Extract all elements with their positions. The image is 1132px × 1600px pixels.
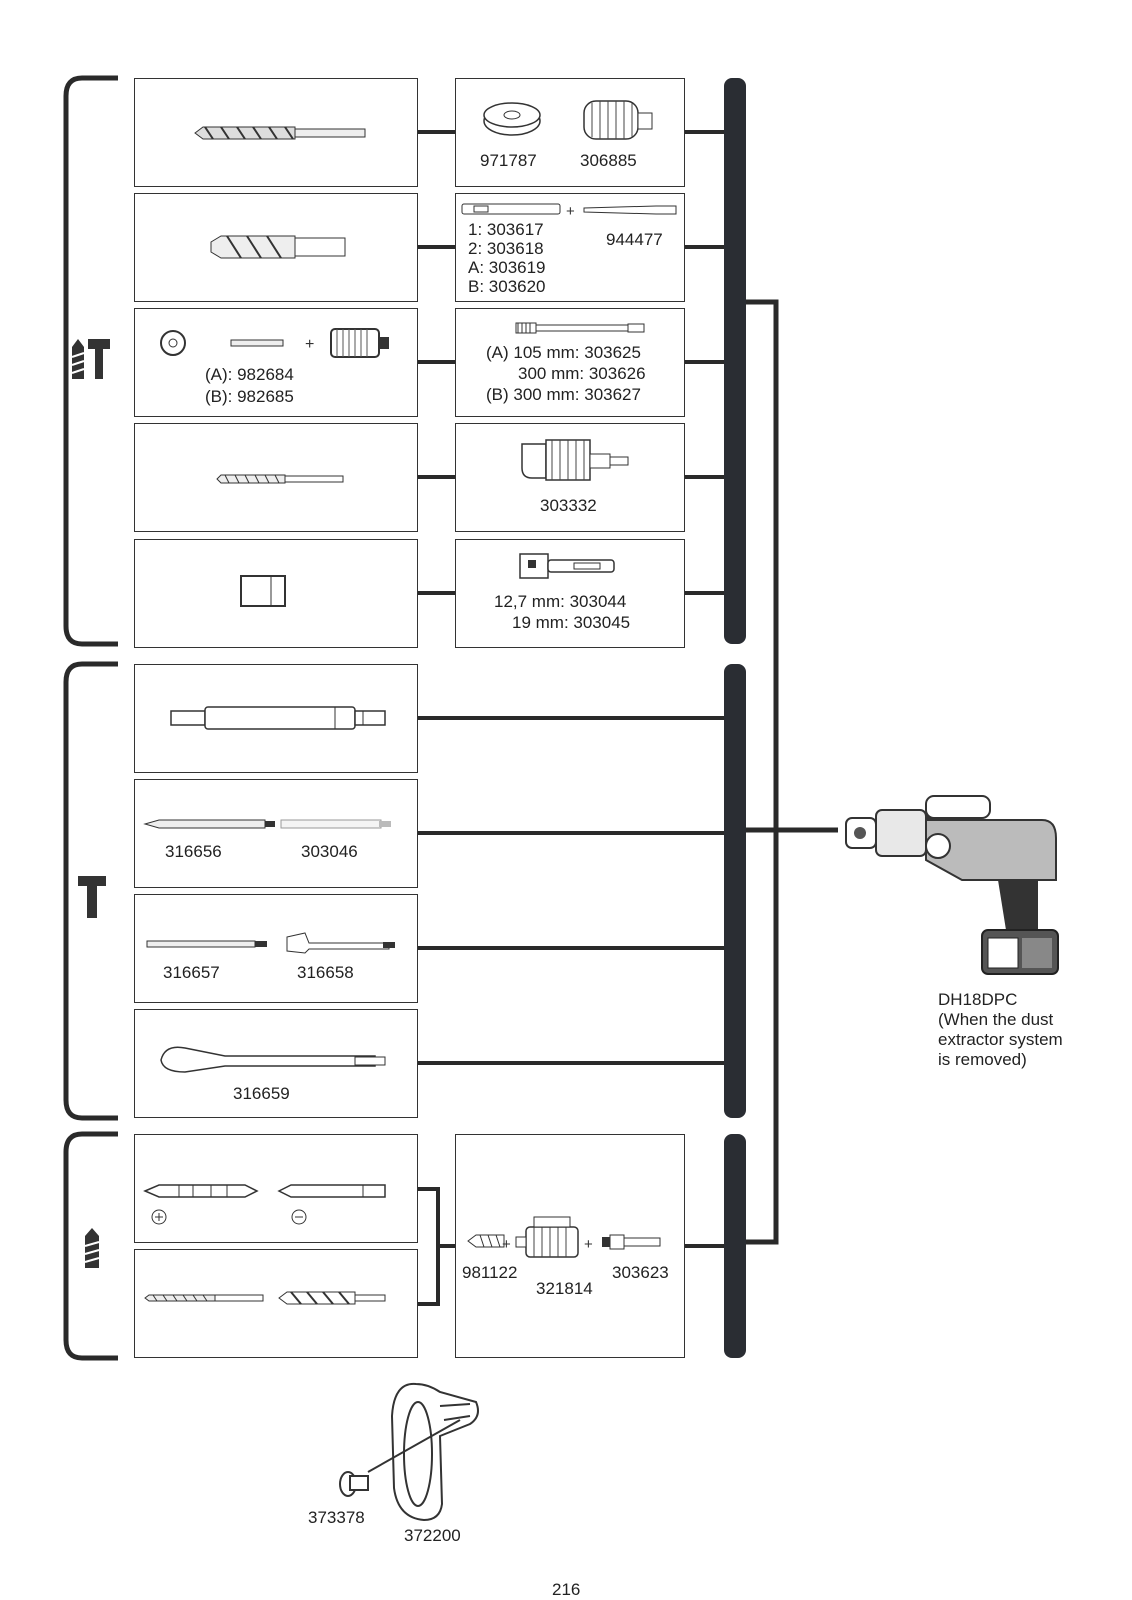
part-number: 944477 <box>606 230 663 249</box>
tool-note-line: extractor system <box>938 1030 1063 1049</box>
part-number: 306885 <box>580 151 637 170</box>
adapter-block-icon <box>240 575 286 607</box>
rail-rotation <box>724 1134 746 1358</box>
rotation-hammer-icon <box>71 339 110 379</box>
drill-chuck-set-icon: + + <box>467 1216 661 1258</box>
tool-model: DH18DPC <box>938 990 1018 1009</box>
tool-note-line: is removed) <box>938 1050 1027 1069</box>
core-bit-icon <box>210 235 346 259</box>
drill-chuck-box: + + 981122 321814 303623 <box>455 1134 685 1358</box>
dust-cup-and-attachment-icon <box>483 100 653 140</box>
part-number: 316658 <box>297 963 354 982</box>
part-number: B: 303620 <box>468 277 546 296</box>
scaling-chisel-icon <box>160 1046 386 1073</box>
bit-box-1 <box>134 78 418 187</box>
svg-text:+: + <box>584 1236 593 1253</box>
part-number: 300 mm: 303626 <box>518 364 646 383</box>
part-number: 19 mm: 303045 <box>512 613 631 632</box>
hammer-icon <box>78 876 106 918</box>
chisel-box-1 <box>134 664 418 773</box>
long-drill-bit-icon <box>216 474 344 484</box>
bit-box-2 <box>134 193 418 302</box>
part-number: 316659 <box>233 1084 290 1103</box>
part-number: (B): 982685 <box>205 387 294 406</box>
part-number: (B) 300 mm: 303627 <box>486 385 641 404</box>
bit-box-screwdriver <box>134 1134 418 1243</box>
part-number: 981122 <box>462 1263 518 1282</box>
part-number: 303332 <box>540 496 597 515</box>
svg-text:+: + <box>502 1236 511 1253</box>
page-number: 216 <box>552 1580 581 1599</box>
screwdriver-bits-icon <box>143 1184 386 1225</box>
part-number: 2: 303618 <box>468 239 544 258</box>
part-number: 12,7 mm: 303044 <box>494 592 627 611</box>
part-number: (A) 105 mm: 303625 <box>486 343 641 362</box>
part-number: 321814 <box>536 1279 593 1298</box>
bit-box-drill <box>134 1249 418 1358</box>
side-handle-icon <box>339 1382 479 1522</box>
center-pilot-and-drift-icon: + <box>461 203 677 220</box>
bull-point-chisel-icon <box>170 706 386 730</box>
accessory-box-4: 303332 <box>455 423 685 532</box>
keyless-chuck-icon <box>521 439 629 481</box>
pointed-chisel-icon <box>143 819 391 829</box>
part-number: 316656 <box>165 842 222 861</box>
accessory-box-3: (A) 105 mm: 303625 300 mm: 303626 (B) 30… <box>455 308 685 417</box>
tool-note-line: (When the dust <box>938 1010 1054 1029</box>
chisel-box-2: 316656 303046 <box>134 779 418 888</box>
accessory-box-1: 971787 306885 <box>455 78 685 187</box>
bit-box-3: + (A): 982684 (B): 982685 <box>134 308 418 417</box>
rail-hammer <box>724 664 746 1118</box>
flat-chisel-icon <box>146 932 395 954</box>
part-number: 303623 <box>612 1263 669 1282</box>
part-number: A: 303619 <box>468 258 546 277</box>
bit-box-5 <box>134 539 418 648</box>
twist-and-wood-bits-icon <box>144 1291 386 1305</box>
chisel-box-3: 316657 316658 <box>134 894 418 1003</box>
part-number: 971787 <box>480 151 537 170</box>
svg-text:+: + <box>305 336 314 353</box>
chisel-box-4: 316659 <box>134 1009 418 1118</box>
part-number: 373378 <box>308 1508 365 1527</box>
accessory-box-2: + 1: 303617 2: 303618 A: 303619 B: 30362… <box>455 193 685 302</box>
bit-box-4 <box>134 423 418 532</box>
drill-icon <box>84 1228 100 1268</box>
accessory-box-5: 12,7 mm: 303044 19 mm: 303045 <box>455 539 685 648</box>
rail-rotation-hammer <box>724 78 746 644</box>
part-number: (A): 982684 <box>205 365 294 384</box>
svg-text:+: + <box>566 203 575 220</box>
part-number: 1: 303617 <box>468 220 544 239</box>
part-number: 372200 <box>404 1526 461 1545</box>
part-number: 303046 <box>301 842 358 861</box>
socket-adapter-icon <box>519 553 615 579</box>
extension-bar-icon <box>515 322 645 334</box>
rotary-hammer-icon <box>845 795 1059 975</box>
core-bit-set-icon: + <box>160 328 389 358</box>
part-number: 316657 <box>163 963 220 982</box>
sds-drill-bit-icon <box>194 126 366 140</box>
